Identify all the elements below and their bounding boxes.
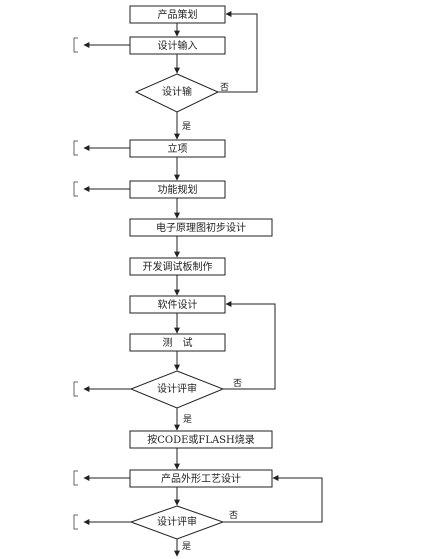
yes-label-2: 是 (183, 414, 192, 425)
step-label: 立项 (168, 142, 188, 155)
step-label: 软件设计 (158, 298, 198, 311)
yes-label-3: 是 (182, 541, 191, 552)
decision-design-review-2: 设计评审 (129, 505, 225, 540)
no-label-2: 否 (233, 378, 242, 389)
step-label: 电子原理图初步设计 (156, 221, 246, 234)
step-label: 产品外形工艺设计 (161, 472, 241, 485)
no-label-3: 否 (229, 510, 238, 521)
step-label: 开发调试板制作 (143, 260, 213, 273)
step-schematic-design: 电子原理图初步设计 (129, 218, 273, 237)
step-label: 设计输入 (158, 39, 198, 52)
step-project-approval: 立项 (129, 139, 226, 158)
step-software-design: 软件设计 (129, 295, 226, 314)
yes-label-1: 是 (182, 121, 191, 132)
bracket-marks (73, 37, 78, 530)
feedback-loop-2 (223, 301, 276, 390)
step-label: 功能规划 (158, 183, 198, 196)
decision-label: 设计评审 (157, 515, 197, 528)
no-label-1: 否 (220, 82, 229, 93)
step-testing: 测 试 (129, 333, 226, 352)
step-label: 测 试 (163, 336, 193, 349)
side-output-arrows (83, 42, 131, 525)
step-debug-board: 开发调试板制作 (129, 257, 226, 276)
step-product-planning: 产品策划 (129, 5, 226, 24)
step-label: 按CODE或FLASH烧录 (147, 433, 255, 446)
decision-design-review-1: 设计评审 (129, 370, 225, 409)
step-function-planning: 功能规划 (129, 180, 226, 199)
step-design-input: 设计输入 (129, 36, 226, 55)
decision-label: 设计输 (162, 85, 192, 98)
decision-label: 设计评审 (157, 382, 197, 395)
step-label: 产品策划 (158, 8, 198, 21)
feedback-loop-1 (218, 11, 258, 93)
step-appearance-design: 产品外形工艺设计 (129, 469, 273, 488)
feedback-loop-3 (223, 475, 323, 523)
decision-design-input: 设计输 (134, 73, 220, 113)
step-code-flash-burn: 按CODE或FLASH烧录 (129, 430, 273, 449)
